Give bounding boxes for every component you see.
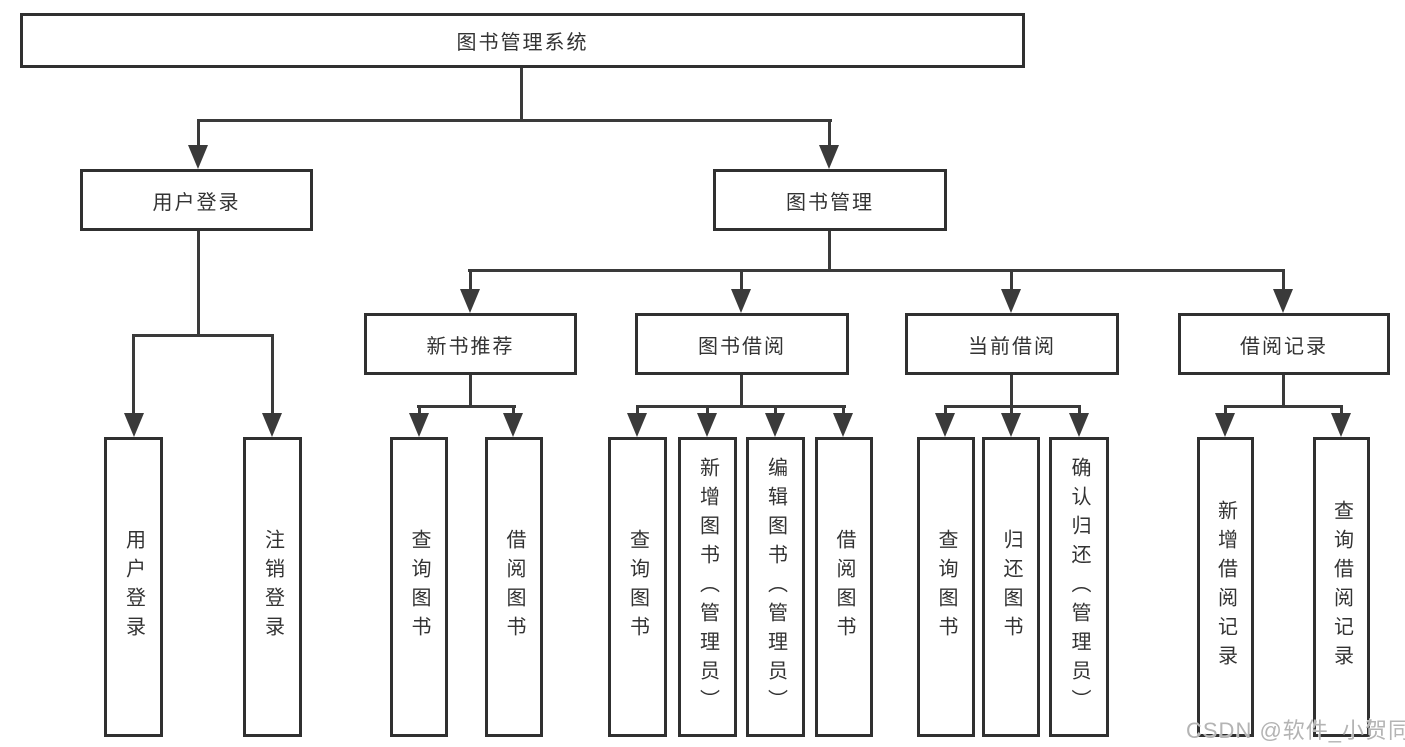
arrowhead-down — [1001, 413, 1021, 437]
leaf-return-books: 归还图书 — [982, 437, 1040, 737]
leaf-logout: 注销登录 — [243, 437, 302, 737]
arrow-stem — [636, 405, 639, 417]
connector-hline — [1224, 405, 1343, 408]
arrow-stem — [469, 269, 472, 293]
node-current-borrowing: 当前借阅 — [905, 313, 1119, 375]
node-new-book-recommend: 新书推荐 — [364, 313, 577, 375]
arrow-stem — [740, 269, 743, 293]
connector-vline — [828, 231, 831, 272]
arrowhead-down — [935, 413, 955, 437]
arrow-stem — [418, 405, 421, 417]
leaf-add-borrow-record: 新增借阅记录 — [1197, 437, 1254, 737]
connector-vline — [1282, 375, 1285, 408]
connector-vline — [197, 231, 200, 337]
leaf-borrow-books-b: 借阅图书 — [815, 437, 873, 737]
node-borrowing-records: 借阅记录 — [1178, 313, 1390, 375]
arrowhead-down — [503, 413, 523, 437]
leaf-query-borrow-record: 查询借阅记录 — [1313, 437, 1370, 737]
connector-hline — [468, 269, 1285, 272]
connector-hline — [132, 334, 274, 337]
csdn-watermark: CSDN @软件_小贺同学 — [1186, 718, 1405, 743]
leaf-query-books-b: 查询图书 — [608, 437, 667, 737]
arrowhead-down — [1215, 413, 1235, 437]
arrow-stem — [197, 119, 200, 149]
leaf-edit-books-admin: 编辑图书（管理员） — [746, 437, 805, 737]
arrow-stem — [1340, 405, 1343, 417]
arrowhead-down — [188, 145, 208, 169]
arrow-stem — [1010, 269, 1013, 293]
arrow-stem — [1010, 405, 1013, 417]
arrowhead-down — [819, 145, 839, 169]
arrow-stem — [512, 405, 515, 417]
node-book-borrowing: 图书借阅 — [635, 313, 849, 375]
arrowhead-down — [697, 413, 717, 437]
node-root: 图书管理系统 — [20, 13, 1025, 68]
connector-hline — [417, 405, 516, 408]
arrowhead-down — [409, 413, 429, 437]
arrowhead-down — [460, 289, 480, 313]
arrow-stem — [132, 334, 135, 415]
connector-vline — [520, 68, 523, 120]
arrowhead-down — [731, 289, 751, 313]
arrow-stem — [1078, 405, 1081, 417]
leaf-borrow-books-a: 借阅图书 — [485, 437, 543, 737]
arrowhead-down — [1069, 413, 1089, 437]
connector-vline — [1010, 375, 1013, 408]
arrowhead-down — [1273, 289, 1293, 313]
arrowhead-down — [627, 413, 647, 437]
connector-vline — [469, 375, 472, 408]
node-user-login: 用户登录 — [80, 169, 313, 231]
leaf-confirm-return-admin: 确认归还（管理员） — [1049, 437, 1109, 737]
arrowhead-down — [833, 413, 853, 437]
arrow-stem — [1282, 269, 1285, 293]
arrow-stem — [706, 405, 709, 417]
connector-vline — [740, 375, 743, 408]
leaf-add-books-admin: 新增图书（管理员） — [678, 437, 737, 737]
leaf-query-books-c: 查询图书 — [917, 437, 975, 737]
arrowhead-down — [765, 413, 785, 437]
arrow-stem — [944, 405, 947, 417]
node-book-management: 图书管理 — [713, 169, 947, 231]
arrow-stem — [1224, 405, 1227, 417]
arrowhead-down — [1331, 413, 1351, 437]
arrow-stem — [271, 334, 274, 415]
arrow-stem — [842, 405, 845, 417]
connector-hline — [636, 405, 846, 408]
arrowhead-down — [262, 413, 282, 437]
arrowhead-down — [1001, 289, 1021, 313]
connector-hline — [197, 119, 832, 122]
leaf-user-login: 用户登录 — [104, 437, 163, 737]
arrowhead-down — [124, 413, 144, 437]
arrow-stem — [828, 119, 831, 149]
leaf-query-books-a: 查询图书 — [390, 437, 448, 737]
arrow-stem — [774, 405, 777, 417]
